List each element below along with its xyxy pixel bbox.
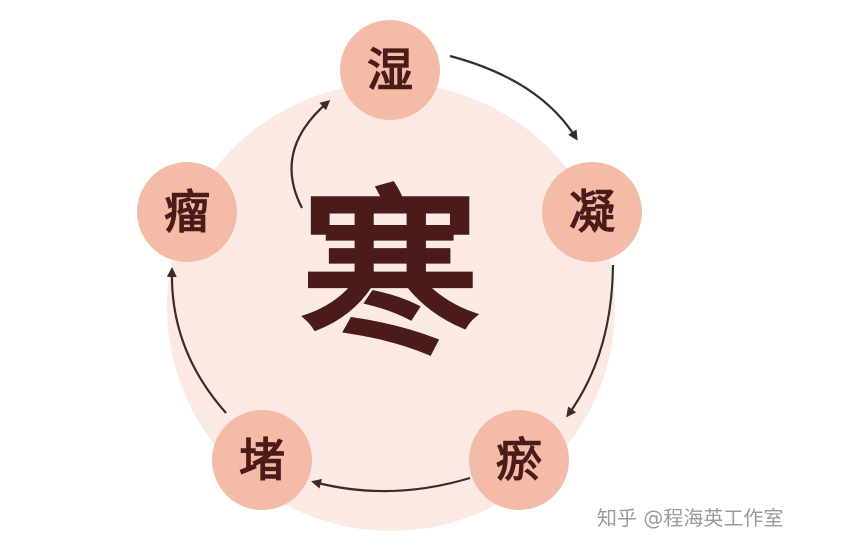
arrow-cold-to-wet [290, 100, 331, 209]
watermark: 知乎 @程海英工作室 [597, 506, 784, 530]
arrow-stasis-to-block [311, 476, 471, 493]
node-congeal: 凝 [542, 162, 642, 262]
node-wet: 湿 [340, 20, 440, 120]
node-block-label: 堵 [239, 433, 285, 487]
node-tumor: 瘤 [137, 162, 237, 262]
node-wet-label: 湿 [367, 43, 413, 97]
arrow-block-to-tumor [166, 267, 227, 414]
arrow-congeal-to-stasis [566, 264, 615, 418]
node-tumor-label: 瘤 [164, 185, 210, 239]
node-congeal-label: 凝 [569, 185, 615, 239]
center-cold-char: 寒 [299, 169, 480, 380]
node-block: 堵 [212, 410, 312, 510]
node-stasis: 瘀 [469, 410, 569, 510]
arrow-wet-to-congeal [449, 54, 578, 141]
node-stasis-label: 瘀 [496, 433, 542, 487]
